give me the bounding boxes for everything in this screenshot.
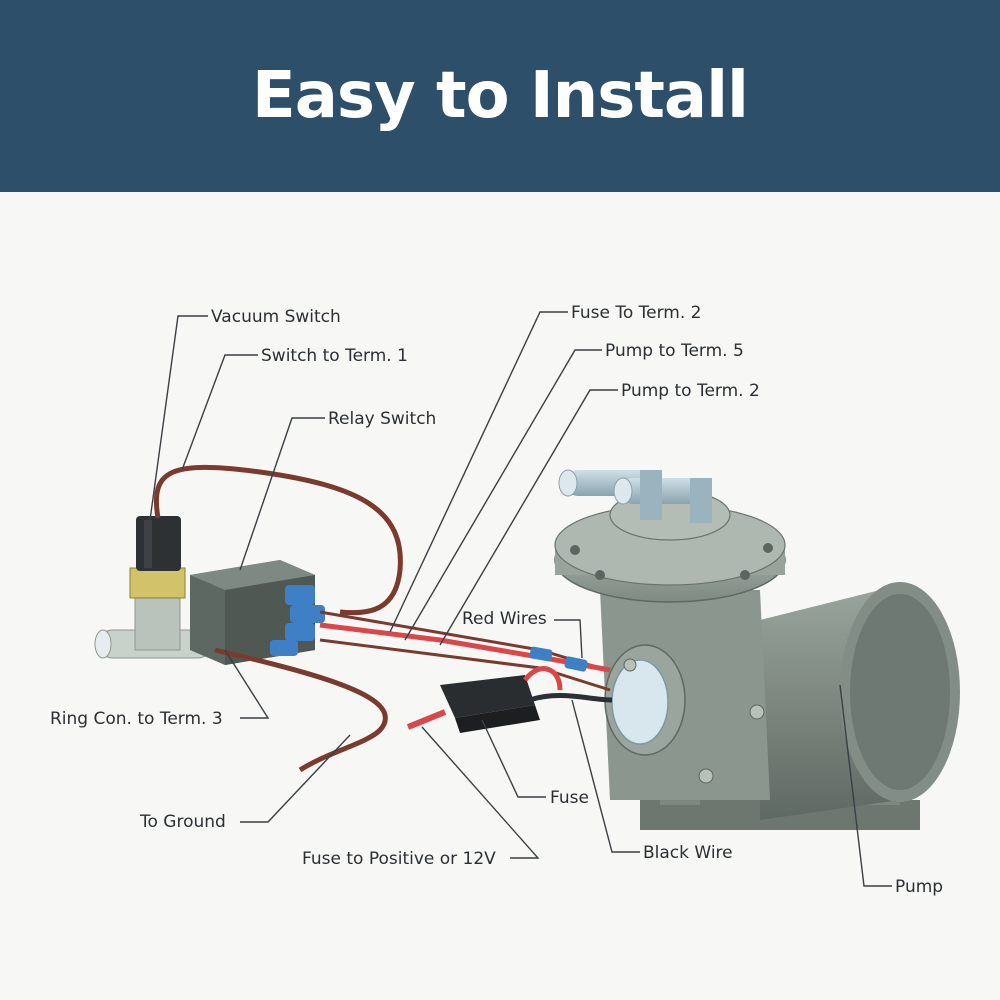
label-red-wires: Red Wires (462, 609, 547, 629)
label-switch-to-term1: Switch to Term. 1 (261, 346, 408, 366)
wiring-diagram-svg: Vacuum Switch Switch to Term. 1 Relay Sw… (50, 303, 960, 897)
pump-assembly (554, 469, 960, 830)
fuse-holder (440, 675, 540, 733)
label-vacuum-switch: Vacuum Switch (211, 307, 341, 327)
relay-switch (190, 560, 325, 665)
label-pump-to-term2: Pump to Term. 2 (621, 381, 760, 401)
vacuum-switch (94, 516, 211, 659)
label-fuse-to-positive: Fuse to Positive or 12V (302, 849, 496, 869)
label-relay-switch: Relay Switch (328, 409, 436, 429)
label-black-wire: Black Wire (643, 843, 733, 863)
label-to-ground: To Ground (139, 812, 226, 832)
label-pump: Pump (895, 877, 943, 897)
leader-lines (149, 311, 892, 887)
page-title: Easy to Install (252, 59, 749, 133)
title-banner: Easy to Install (0, 0, 1000, 192)
wiring-diagram: Vacuum Switch Switch to Term. 1 Relay Sw… (0, 192, 1000, 1000)
label-fuse: Fuse (550, 788, 589, 808)
label-ring-con-to-term3: Ring Con. to Term. 3 (50, 709, 223, 729)
label-pump-to-term5: Pump to Term. 5 (605, 341, 744, 361)
label-fuse-to-term2: Fuse To Term. 2 (571, 303, 701, 323)
